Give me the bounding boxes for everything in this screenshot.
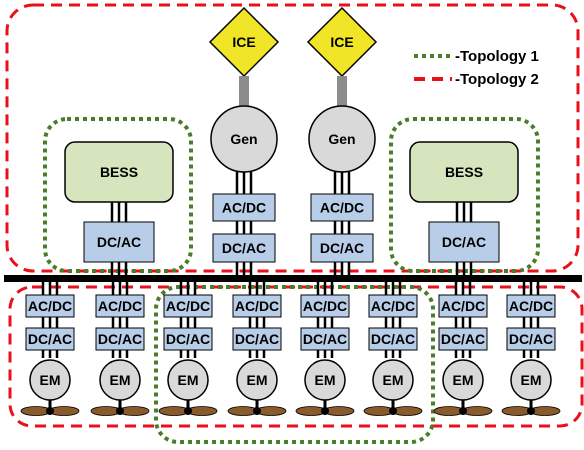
bess-label: BESS <box>445 164 483 180</box>
propulsion-units: AC/DCDC/ACEMAC/DCDC/ACEMAC/DCDC/ACEMAC/D… <box>20 282 561 416</box>
bess-label: BESS <box>100 164 138 180</box>
electric-motor-label: EM <box>40 372 61 388</box>
electric-motor-label: EM <box>247 372 268 388</box>
prop-acdc-converter-label: AC/DC <box>28 298 72 314</box>
prop-acdc-converter-label: AC/DC <box>509 298 553 314</box>
bess-unit-1: BESS DC/AC <box>64 141 174 275</box>
electric-motor-label: EM <box>521 372 542 388</box>
electric-motor-label: EM <box>453 372 474 388</box>
prop-dcac-converter-label: DC/AC <box>509 331 553 347</box>
generator-label: Gen <box>328 131 355 147</box>
propulsion-unit-5: AC/DC DC/AC EM <box>295 282 355 416</box>
bess-converter-box <box>83 221 155 263</box>
propulsion-unit-3: AC/DC DC/AC EM <box>158 282 218 416</box>
prop-dcac-converter-label: DC/AC <box>441 331 485 347</box>
bess-units: BESS DC/AC BESS DC/AC <box>64 141 519 275</box>
prop-acdc-converter-label: AC/DC <box>235 298 279 314</box>
generator-label: Gen <box>230 131 257 147</box>
gen-acdc-converter-label: AC/DC <box>320 200 364 216</box>
propeller-hub <box>527 407 535 415</box>
electric-motor-label: EM <box>178 372 199 388</box>
propeller-hub <box>184 407 192 415</box>
propeller-hub <box>389 407 397 415</box>
topology2-boundary-top <box>5 3 580 273</box>
prop-dcac-converter-label: DC/AC <box>235 331 279 347</box>
prop-dcac-converter-label: DC/AC <box>166 331 210 347</box>
propeller-hub <box>321 407 329 415</box>
propeller-hub <box>459 407 467 415</box>
propulsion-unit-1: AC/DC DC/AC EM <box>20 282 80 416</box>
propulsion-unit-7: AC/DC DC/AC EM <box>433 282 493 416</box>
electric-motor-label: EM <box>383 372 404 388</box>
prop-dcac-converter-label: DC/AC <box>303 331 347 347</box>
propulsion-unit-6: AC/DC DC/AC EM <box>363 282 423 416</box>
topology2-boundary-bottom <box>8 285 584 428</box>
legend: -Topology 1 -Topology 2 <box>414 48 539 88</box>
legend-topology2-label: -Topology 2 <box>455 71 539 88</box>
prop-dcac-converter-label: DC/AC <box>98 331 142 347</box>
ice-label: ICE <box>330 34 353 50</box>
propulsion-unit-8: AC/DC DC/AC EM <box>501 282 561 416</box>
bess-converter-label: DC/AC <box>442 234 486 250</box>
gen-dcac-converter-label: DC/AC <box>320 240 364 256</box>
prop-dcac-converter-label: DC/AC <box>28 331 72 347</box>
bess-converter-box <box>428 221 500 263</box>
gen-dcac-converter-box <box>310 233 374 263</box>
propeller-hub <box>116 407 124 415</box>
propulsion-unit-4: AC/DC DC/AC EM <box>227 282 287 416</box>
bess-converter-label: DC/AC <box>97 234 141 250</box>
gen-dcac-converter-label: DC/AC <box>222 240 266 256</box>
electric-motor-label: EM <box>315 372 336 388</box>
prop-acdc-converter-label: AC/DC <box>98 298 142 314</box>
topology1-boundary-center-propulsion <box>154 285 435 444</box>
propeller-hub <box>46 407 54 415</box>
propeller-hub <box>253 407 261 415</box>
bess-unit-2: BESS DC/AC <box>409 141 519 275</box>
legend-topology1-label: -Topology 1 <box>455 48 539 65</box>
ice-label: ICE <box>232 34 255 50</box>
propulsion-unit-2: AC/DC DC/AC EM <box>90 282 150 416</box>
prop-dcac-converter-label: DC/AC <box>371 331 415 347</box>
prop-acdc-converter-label: AC/DC <box>303 298 347 314</box>
prop-acdc-converter-label: AC/DC <box>441 298 485 314</box>
dc-bus <box>4 275 582 282</box>
shaft <box>239 76 249 109</box>
prop-acdc-converter-label: AC/DC <box>166 298 210 314</box>
prop-acdc-converter-label: AC/DC <box>371 298 415 314</box>
electric-motor-label: EM <box>110 372 131 388</box>
shaft <box>337 76 347 109</box>
gen-acdc-converter-label: AC/DC <box>222 200 266 216</box>
